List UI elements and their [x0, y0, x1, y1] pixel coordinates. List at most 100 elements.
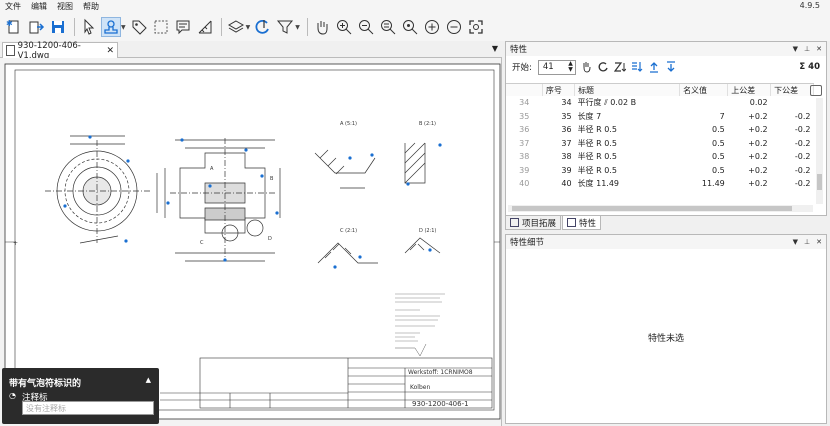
title-block: [160, 357, 493, 409]
title-block-material: Werkstoff: 1CRNIMO8: [408, 369, 473, 376]
properties-panel-title: 特性: [510, 45, 528, 55]
tab-project-extension-label: 项目拓展: [522, 218, 557, 229]
close-icon[interactable]: ✕: [816, 45, 822, 53]
detail-panel: 特性细节 ▼ ⊥ ✕ 特性未选: [505, 234, 827, 424]
move-down-icon[interactable]: [664, 60, 678, 74]
menu-help[interactable]: 帮助: [83, 2, 99, 11]
horizontal-scrollbar[interactable]: [508, 205, 813, 212]
save-icon[interactable]: [48, 17, 68, 37]
menu-bar: 文件 编辑 视图 帮助 4.9.5: [0, 0, 830, 13]
start-number-input[interactable]: 41 ▲▼: [537, 59, 576, 75]
chevron-down-icon[interactable]: ▼: [245, 23, 251, 31]
tab-project-extension[interactable]: 项目拓展: [505, 216, 562, 230]
front-view: [45, 135, 150, 244]
main-toolbar: ✱ ▼ ▼ ▼: [0, 13, 830, 41]
spin-arrows-icon[interactable]: ▲▼: [568, 60, 573, 73]
open-folder-icon[interactable]: [26, 17, 46, 37]
comment-icon[interactable]: [173, 17, 193, 37]
minus-circle-icon[interactable]: [444, 17, 464, 37]
title-block-number: 930-1200-406-1: [412, 400, 469, 408]
tag-icon[interactable]: [129, 17, 149, 37]
column-header-title[interactable]: 标题: [574, 84, 681, 96]
tab-properties-label: 特性: [579, 218, 597, 229]
properties-toolbar: 开始: 41 ▲▼ Σ 40: [506, 56, 826, 78]
sort-z-icon[interactable]: [613, 60, 627, 74]
pin-icon[interactable]: ⊥: [804, 238, 811, 246]
vertical-scrollbar[interactable]: [816, 98, 823, 204]
version-label: 4.9.5: [799, 1, 820, 10]
pointer-icon[interactable]: [79, 17, 99, 37]
filter-icon[interactable]: [275, 17, 295, 37]
column-header-lower[interactable]: 下公差: [770, 84, 814, 96]
column-header-upper[interactable]: 上公差: [727, 84, 772, 96]
close-icon[interactable]: ✕: [816, 238, 822, 246]
zoom-reset-icon[interactable]: [378, 17, 398, 37]
project-icon: [510, 218, 519, 227]
column-header-nominal[interactable]: 名义值: [679, 84, 729, 96]
sort-order-icon[interactable]: [630, 60, 644, 74]
new-file-icon[interactable]: ✱: [4, 17, 24, 37]
tab-list-dropdown-icon[interactable]: ▼: [491, 44, 498, 53]
section-view: [156, 138, 281, 262]
drawing-canvas[interactable]: +: [0, 58, 502, 426]
ruler-icon[interactable]: [195, 17, 215, 37]
toolbar-separator: [306, 18, 308, 36]
start-label: 开始:: [512, 63, 532, 73]
document-tab[interactable]: 930-1200-406-V1.dwg ✕: [2, 41, 118, 61]
cut-label-d: D: [268, 236, 272, 242]
refresh-icon[interactable]: [253, 17, 273, 37]
table-header-row: 序号 标题 名义值 上公差 下公差: [506, 84, 814, 96]
menu-file[interactable]: 文件: [5, 2, 21, 11]
detail-empty-text: 特性未选: [647, 334, 684, 344]
panel-tabs: 项目拓展 特性: [505, 216, 827, 230]
zoom-out-icon[interactable]: [356, 17, 376, 37]
scrollbar-thumb[interactable]: [512, 206, 792, 211]
hand-pointer-icon[interactable]: [579, 60, 593, 74]
tab-properties[interactable]: 特性: [562, 216, 602, 230]
renumber-icon[interactable]: [596, 60, 610, 74]
toolbar-separator: [74, 18, 75, 36]
chevron-down-icon[interactable]: ▼: [295, 23, 300, 31]
column-header-index[interactable]: [506, 84, 543, 96]
section-label-d: D (2:1): [419, 228, 436, 234]
pin-icon[interactable]: ⊥: [804, 45, 811, 53]
zoom-in-icon[interactable]: [334, 17, 354, 37]
stamp-icon[interactable]: [101, 17, 121, 37]
dropdown-icon[interactable]: ▼: [792, 238, 799, 246]
annotation-overlay: 带有气泡符标识的 ▲ ◔ 注释标: [2, 368, 159, 424]
collapse-icon[interactable]: ▲: [145, 376, 151, 384]
column-chooser-icon[interactable]: [810, 85, 822, 96]
close-icon[interactable]: ✕: [106, 45, 114, 56]
cut-label-c: C: [200, 240, 204, 246]
hand-icon[interactable]: [312, 17, 332, 37]
dropdown-icon[interactable]: ▼: [792, 45, 799, 53]
move-up-icon[interactable]: [647, 60, 661, 74]
zoom-fit-icon[interactable]: [400, 17, 420, 37]
menu-edit[interactable]: 编辑: [31, 2, 47, 11]
cut-label-b: B: [270, 176, 274, 182]
menu-view[interactable]: 视图: [57, 2, 73, 11]
properties-panel: 特性 ▼ ⊥ ✕ 开始: 41 ▲▼ Σ 40 序号 标题 名义值: [505, 41, 827, 216]
annotation-input[interactable]: [22, 401, 154, 415]
section-label-b: B (2:1): [419, 121, 436, 127]
layers-icon[interactable]: [226, 17, 246, 37]
column-header-seq[interactable]: 序号: [542, 84, 576, 96]
select-box-icon[interactable]: [151, 17, 171, 37]
fullscreen-icon[interactable]: [466, 17, 486, 37]
scrollbar-thumb[interactable]: [817, 174, 822, 190]
detail-panel-title: 特性细节: [510, 238, 545, 248]
overlay-title: 带有气泡符标识的: [9, 379, 82, 389]
section-label-a: A (5:1): [340, 121, 357, 127]
plus-circle-icon[interactable]: [422, 17, 442, 37]
chevron-down-icon[interactable]: ▼: [121, 23, 126, 31]
svg-text:+: +: [13, 240, 18, 247]
